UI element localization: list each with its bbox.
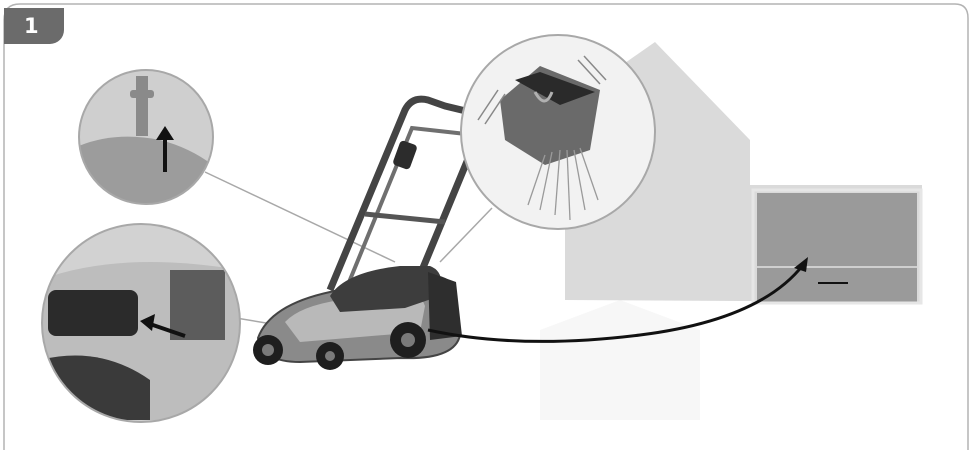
- leader-line-top-left: [205, 172, 395, 262]
- step-number-badge: 1: [4, 8, 64, 44]
- background-shadow: [540, 300, 700, 420]
- step-number: 1: [24, 14, 39, 38]
- lawn-mower: [253, 99, 481, 370]
- zoom-circle-battery: [40, 220, 240, 430]
- zoom-circle-catch: [70, 60, 230, 220]
